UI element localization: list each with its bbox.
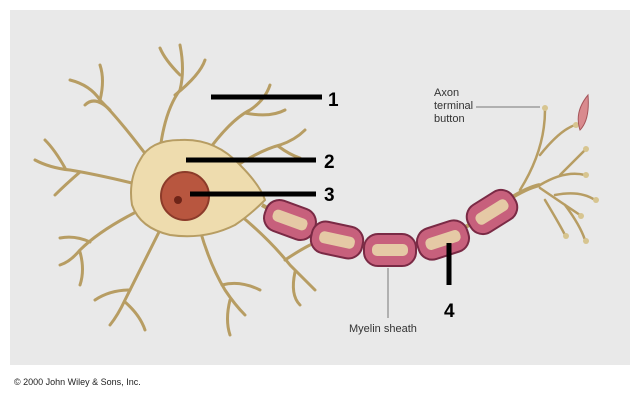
myelin-segment [415, 219, 471, 261]
axon-terminals [518, 108, 597, 242]
marker-1: 1 [328, 90, 339, 111]
myelin-segment [465, 188, 519, 236]
axon-terminal-label-line-1: Axon [434, 87, 460, 99]
marker-4: 4 [444, 301, 455, 322]
marker-3: 3 [324, 185, 335, 206]
axon-terminal-label-line-3: button [434, 113, 465, 125]
terminal-knobs [542, 105, 599, 244]
myelin-segment [363, 233, 417, 267]
myelin-sheath-label: Myelin sheath [349, 323, 417, 335]
axon-terminal-label-line-2: terminal [434, 100, 474, 112]
myelin-segment [263, 199, 317, 241]
myelin-segment [309, 220, 365, 260]
terminal-button [577, 93, 589, 131]
marker-lines [186, 94, 452, 285]
axon-terminal-label: Axon terminal button [434, 87, 473, 126]
nucleolus [174, 196, 182, 204]
copyright-notice: © 2000 John Wiley & Sons, Inc. [14, 377, 141, 387]
myelin-sheath [263, 188, 519, 267]
marker-2: 2 [324, 152, 335, 173]
